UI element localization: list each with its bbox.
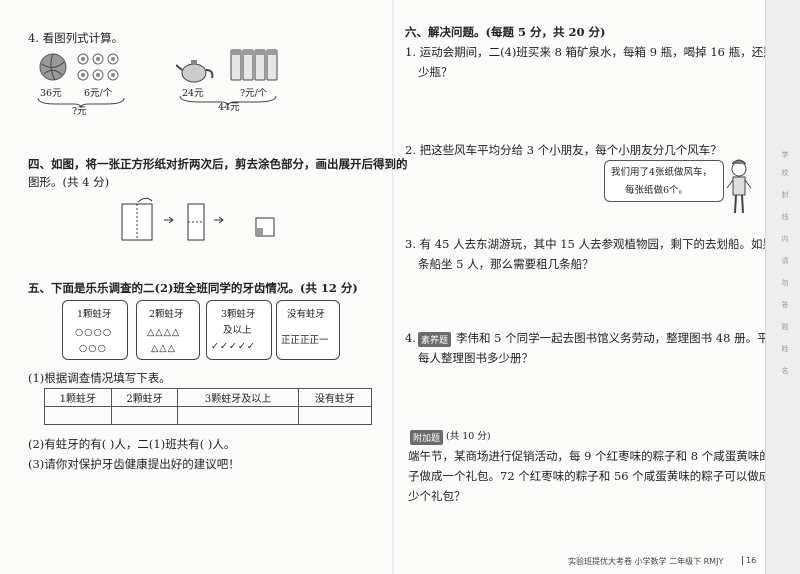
bonus-line1: 端午节，某商场进行促销活动，每 9 个红枣味的粽子和 8 个咸蛋黄味的粽 (408, 449, 783, 463)
answer-cell[interactable] (177, 406, 299, 425)
ball-price: 36元 (40, 88, 62, 99)
teapot-icon (176, 60, 214, 83)
sub-question-3: (3)请你对保护牙齿健康提出好的建议吧！ (28, 457, 240, 471)
icons-price: 6元/个 (84, 88, 113, 99)
literacy-tag: 素养题 (418, 332, 452, 347)
total-price: 44元 (218, 102, 240, 113)
cups-icon (230, 49, 278, 81)
table-header: 3颗蛀牙及以上 (177, 388, 299, 407)
table-header: 1颗蛀牙 (44, 388, 112, 407)
problem3-line1: 3. 有 45 人去东湖游玩，其中 15 人去参观植物园，剩下的去划船。如果每 (405, 237, 786, 251)
right-bracket (179, 95, 277, 106)
binding-margin (765, 0, 800, 574)
tooth-survey-table: 1颗蛀牙 2颗蛀牙 3颗蛀牙及以上 没有蛀牙 (44, 388, 373, 425)
answer-cell[interactable] (297, 406, 373, 425)
section6-title: 六、解决问题。(每题 5 分，共 20 分) (405, 25, 606, 39)
footer-text: 实验班提优大考卷 小学数学 二年级下 RMJY (568, 557, 724, 566)
left-bracket (37, 97, 125, 108)
card-no-cavity: 没有蛀牙 正正正正一 (276, 300, 340, 360)
problem3-line2: 条船坐 5 人，那么需要租几条船？ (418, 257, 594, 271)
card-two-cavities: 2颗蛀牙 △△△△ △△△ (136, 300, 200, 360)
left-question: ?元 (72, 106, 87, 117)
fold-question-line1: 四、如图，将一张正方形纸对折两次后，剪去涂色部分，画出展开后得到的 (28, 157, 408, 171)
answer-cell[interactable] (110, 406, 179, 425)
bonus-line3: 少个礼包？ (408, 489, 466, 503)
page-fold (392, 0, 394, 574)
ball-icon (39, 53, 67, 81)
table-header: 2颗蛀牙 (110, 388, 179, 407)
answer-cell[interactable] (44, 406, 112, 425)
teapot-price: 24元 (182, 88, 204, 99)
bonus-tag: 附加题 (410, 430, 444, 445)
small-toy-icons (77, 53, 119, 81)
sub-question-2: (2)有蛀牙的有( )人，二(1)班共有( )人。 (28, 437, 236, 451)
page-number: 16 (742, 556, 756, 565)
speech-bubble: 我们用了4张纸做风车， 每张纸做6个。 (604, 160, 724, 202)
problem2-line1: 2. 把这些风车平均分给 3 个小朋友，每个小朋友分几个风车？ (405, 143, 722, 157)
girl-figure-icon (726, 159, 752, 214)
cup-price: ?元/个 (240, 88, 268, 99)
sub-question-1: (1)根据调查情况填写下表。 (28, 371, 171, 385)
problem4-number: 4. (405, 331, 416, 345)
problem4-line2: 每人整理图书多少册？ (418, 351, 533, 365)
section5-title: 五、下面是乐乐调查的二(2)班全班同学的牙齿情况。(共 12 分) (28, 281, 358, 295)
card-three-plus-cavities: 3颗蛀牙 及以上 ✓✓✓✓✓ (206, 300, 272, 360)
paper-fold-diagram (121, 197, 275, 241)
problem1-line2: 少瓶？ (418, 65, 453, 79)
table-header-row: 1颗蛀牙 2颗蛀牙 3颗蛀牙及以上 没有蛀牙 (44, 388, 373, 407)
bonus-score: (共 10 分) (446, 431, 491, 442)
problem4-line1: 李伟和 5 个同学一起去图书馆义务劳动，整理图书 48 册。平均 (456, 331, 781, 345)
problem1-line1: 1. 运动会期间，二(4)班买来 8 箱矿泉水，每箱 9 瓶，喝掉 16 瓶，还… (405, 45, 787, 59)
binding-margin-labels: 学 校 封 线 内 请 勿 答 题 姓 名 (781, 151, 789, 375)
card-one-cavity: 1颗蛀牙 ○○○○ ○○○ (62, 300, 128, 360)
q4-title: 4. 看图列式计算。 (28, 31, 124, 45)
table-answer-row (44, 406, 373, 425)
fold-question-line2: 图形。(共 4 分) (28, 175, 110, 189)
table-header: 没有蛀牙 (297, 388, 373, 407)
bonus-line2: 子做成一个礼包。72 个红枣味的粽子和 56 个咸蛋黄味的粽子可以做成多 (408, 469, 782, 483)
